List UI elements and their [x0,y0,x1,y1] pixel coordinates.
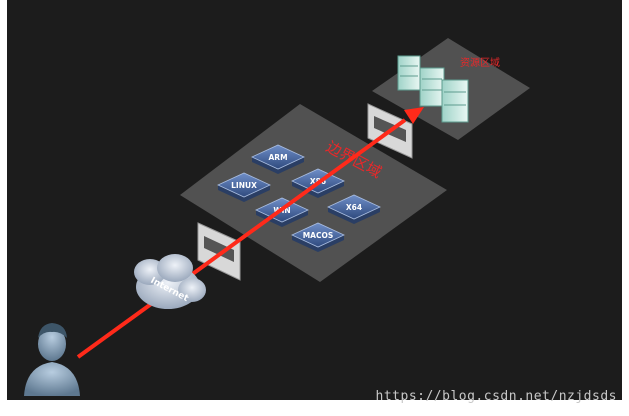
node-label-arm: ARM [268,153,287,162]
node-macos: MACOS [291,222,345,252]
resource-zone-label: 资源区域 [460,56,500,69]
node-label-linux: LINUX [231,181,257,190]
watermark: https://blog.csdn.net/nzjdsds [375,389,617,404]
firewall-icon-lower [197,222,241,281]
traffic-arrow [76,107,424,359]
internet-cloud-icon: Internet [134,254,206,309]
node-label-x64: X64 [346,203,362,212]
node-arm: ARM [251,144,305,174]
server-stack-icon [397,55,469,123]
user-icon [24,323,80,396]
node-linux: LINUX [217,172,271,202]
node-label-macos: MACOS [303,231,334,240]
node-x64: X64 [327,194,381,224]
